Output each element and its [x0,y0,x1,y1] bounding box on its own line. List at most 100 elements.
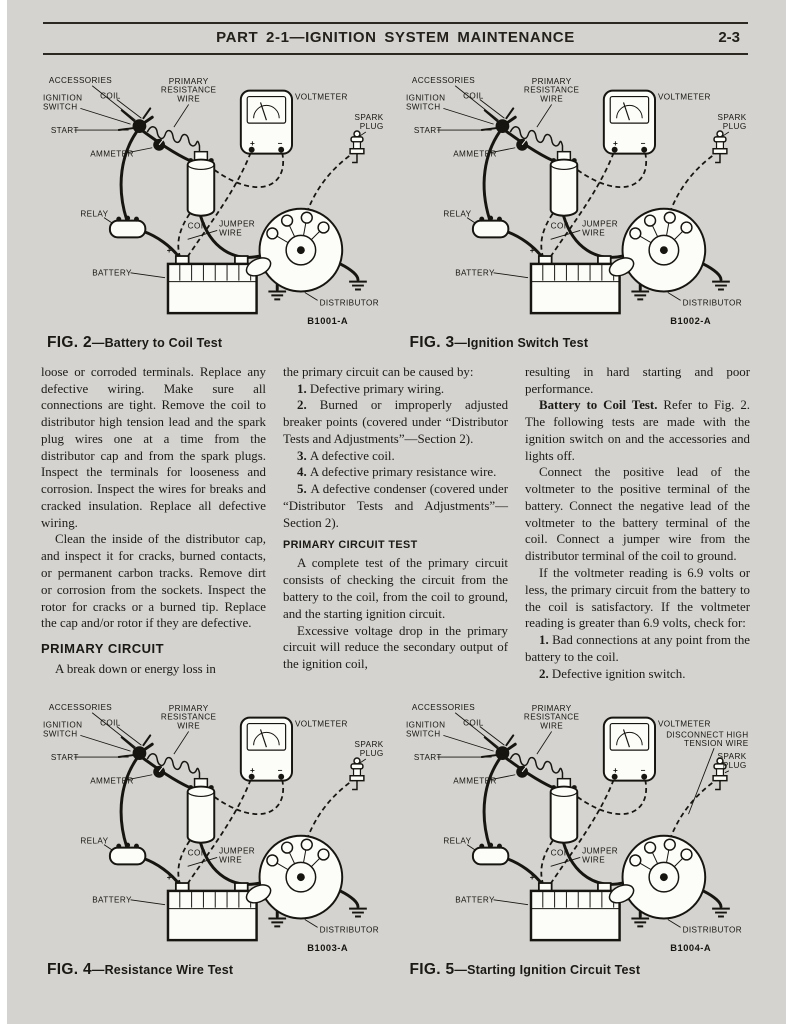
label-voltmeter: VOLTMETER [657,93,710,102]
figure-code: B1003-A [307,943,348,953]
label-primary-line2: RESISTANCE [523,713,579,722]
ammeter-part [153,766,166,779]
voltmeter: +− [239,89,293,155]
body-paragraph: Excessive voltage drop in the primary ci… [283,623,508,672]
figure-caption: FIG. 5—Starting Ignition Circuit Test [410,961,751,979]
figure-code: B1001-A [307,316,348,326]
ground-symbol [630,290,649,301]
body-paragraph: Clean the inside of the distributor cap,… [41,532,266,631]
figure-title: —Starting Ignition Circuit Test [454,963,641,978]
voltmeter-plus: + [250,766,255,775]
test-lead-wires [177,150,356,259]
page-header: PART 2-1—IGNITION SYSTEM MAINTENANCE 2-3 [43,22,748,55]
label-voltmeter: VOLTMETER [295,93,348,102]
label-jumper-line1: JUMPER [219,220,255,229]
label-start: START [51,126,79,135]
ignition-switch-part [495,115,517,133]
label-disconnect-line1: DISCONNECT HIGH [666,731,748,740]
label-coil-top: COIL [463,719,484,728]
voltmeter-plus: + [613,139,618,148]
label-primary-line3: WIRE [177,722,200,731]
battery-part: + [529,873,621,942]
wiring-diagram-svg: +− +ACCESSORIESIGNITIONSWITCHCOILPRIMARYR… [43,76,384,326]
ignition-coil [186,778,216,845]
body-paragraph: 1. Defective primary wiring. [297,381,445,396]
primary-resistance-wire [146,126,201,156]
battery-part: + [529,246,621,315]
battery-plus: + [167,246,172,255]
body-paragraph: Battery to Coil Test. Refer to Fig. 2. T… [525,398,750,463]
label-spark-line1: SPARK [717,752,746,761]
label-ammeter: AMMETER [90,150,134,159]
label-ignition-line2: SWITCH [43,730,78,739]
starter-relay [108,215,147,239]
body-paragraph: 3. A defective coil. [297,448,395,463]
figure-title: —Ignition Switch Test [454,335,589,350]
label-ignition-line2: SWITCH [405,102,440,111]
ground-symbol [349,280,367,291]
label-coil-top: COIL [100,719,121,728]
label-jumper-line2: WIRE [582,228,605,237]
voltmeter-plus: + [613,766,618,775]
battery-plus: + [529,246,534,255]
diagram-labels: ACCESSORIESIGNITIONSWITCHCOILPRIMARYRESI… [43,703,383,935]
figure-code: B1004-A [670,943,711,953]
label-ignition-line2: SWITCH [405,730,440,739]
spark-plug-part [349,130,365,164]
battery-part: + [167,873,258,942]
label-battery: BATTERY [455,269,495,278]
body-paragraph: 5. A defective condenser (covered under … [283,482,508,530]
label-disconnect-line2: TENSION WIRE [683,740,748,749]
primary-resistance-wire [509,753,563,783]
battery-plus: + [167,873,172,882]
figure-number: FIG. 4 [47,961,92,979]
voltmeter: +− [602,717,656,782]
label-jumper-line1: JUMPER [582,220,618,229]
voltmeter-minus: − [640,139,645,148]
ammeter-part [515,766,528,779]
ignition-coil [186,150,216,217]
label-jumper-line2: WIRE [219,856,242,865]
test-lead-wires [177,778,356,886]
label-spark-line1: SPARK [355,113,384,122]
label-distributor: DISTRIBUTOR [682,926,741,935]
ignition-coil [549,150,578,217]
label-ignition-line1: IGNITION [43,721,82,730]
body-paragraph: loose or corroded terminals. Replace any… [41,364,266,530]
figure-number: FIG. 5 [409,961,455,979]
label-ammeter: AMMETER [90,777,134,786]
figure-title: —Resistance Wire Test [91,963,234,978]
starter-relay [471,843,509,866]
label-coil-top: COIL [463,92,484,101]
label-relay: RELAY [80,210,108,219]
body-paragraph: A break down or energy loss in [55,662,216,677]
body-paragraph: Connect the positive lead of the voltmet… [525,465,750,564]
ground-symbol [630,917,649,928]
label-relay: RELAY [80,837,108,846]
label-accessories: ACCESSORIES [411,76,474,85]
label-battery: BATTERY [92,896,132,905]
label-primary-line3: WIRE [177,94,200,103]
label-accessories: ACCESSORIES [49,703,112,712]
label-jumper-line2: WIRE [582,856,605,865]
diagram-labels: ACCESSORIESIGNITIONSWITCHCOILPRIMARYRESI… [43,76,384,307]
distributor-part [608,835,706,920]
label-jumper-line1: JUMPER [219,847,255,856]
diagram-labels: ACCESSORIESIGNITIONSWITCHCOILPRIMARYRESI… [405,703,748,935]
spark-plug-part [711,757,728,791]
label-spark-line2: PLUG [360,122,384,131]
text-column: resulting in hard starting and poor perf… [525,364,750,683]
ground-symbol [711,280,730,291]
label-distributor: DISTRIBUTOR [320,926,379,935]
label-primary-line3: WIRE [540,722,563,731]
label-spark-line2: PLUG [722,122,746,131]
starter-relay [108,843,147,866]
voltmeter-minus: − [278,766,283,775]
body-paragraph: If the voltmeter reading is 6.9 volts or… [525,566,750,631]
